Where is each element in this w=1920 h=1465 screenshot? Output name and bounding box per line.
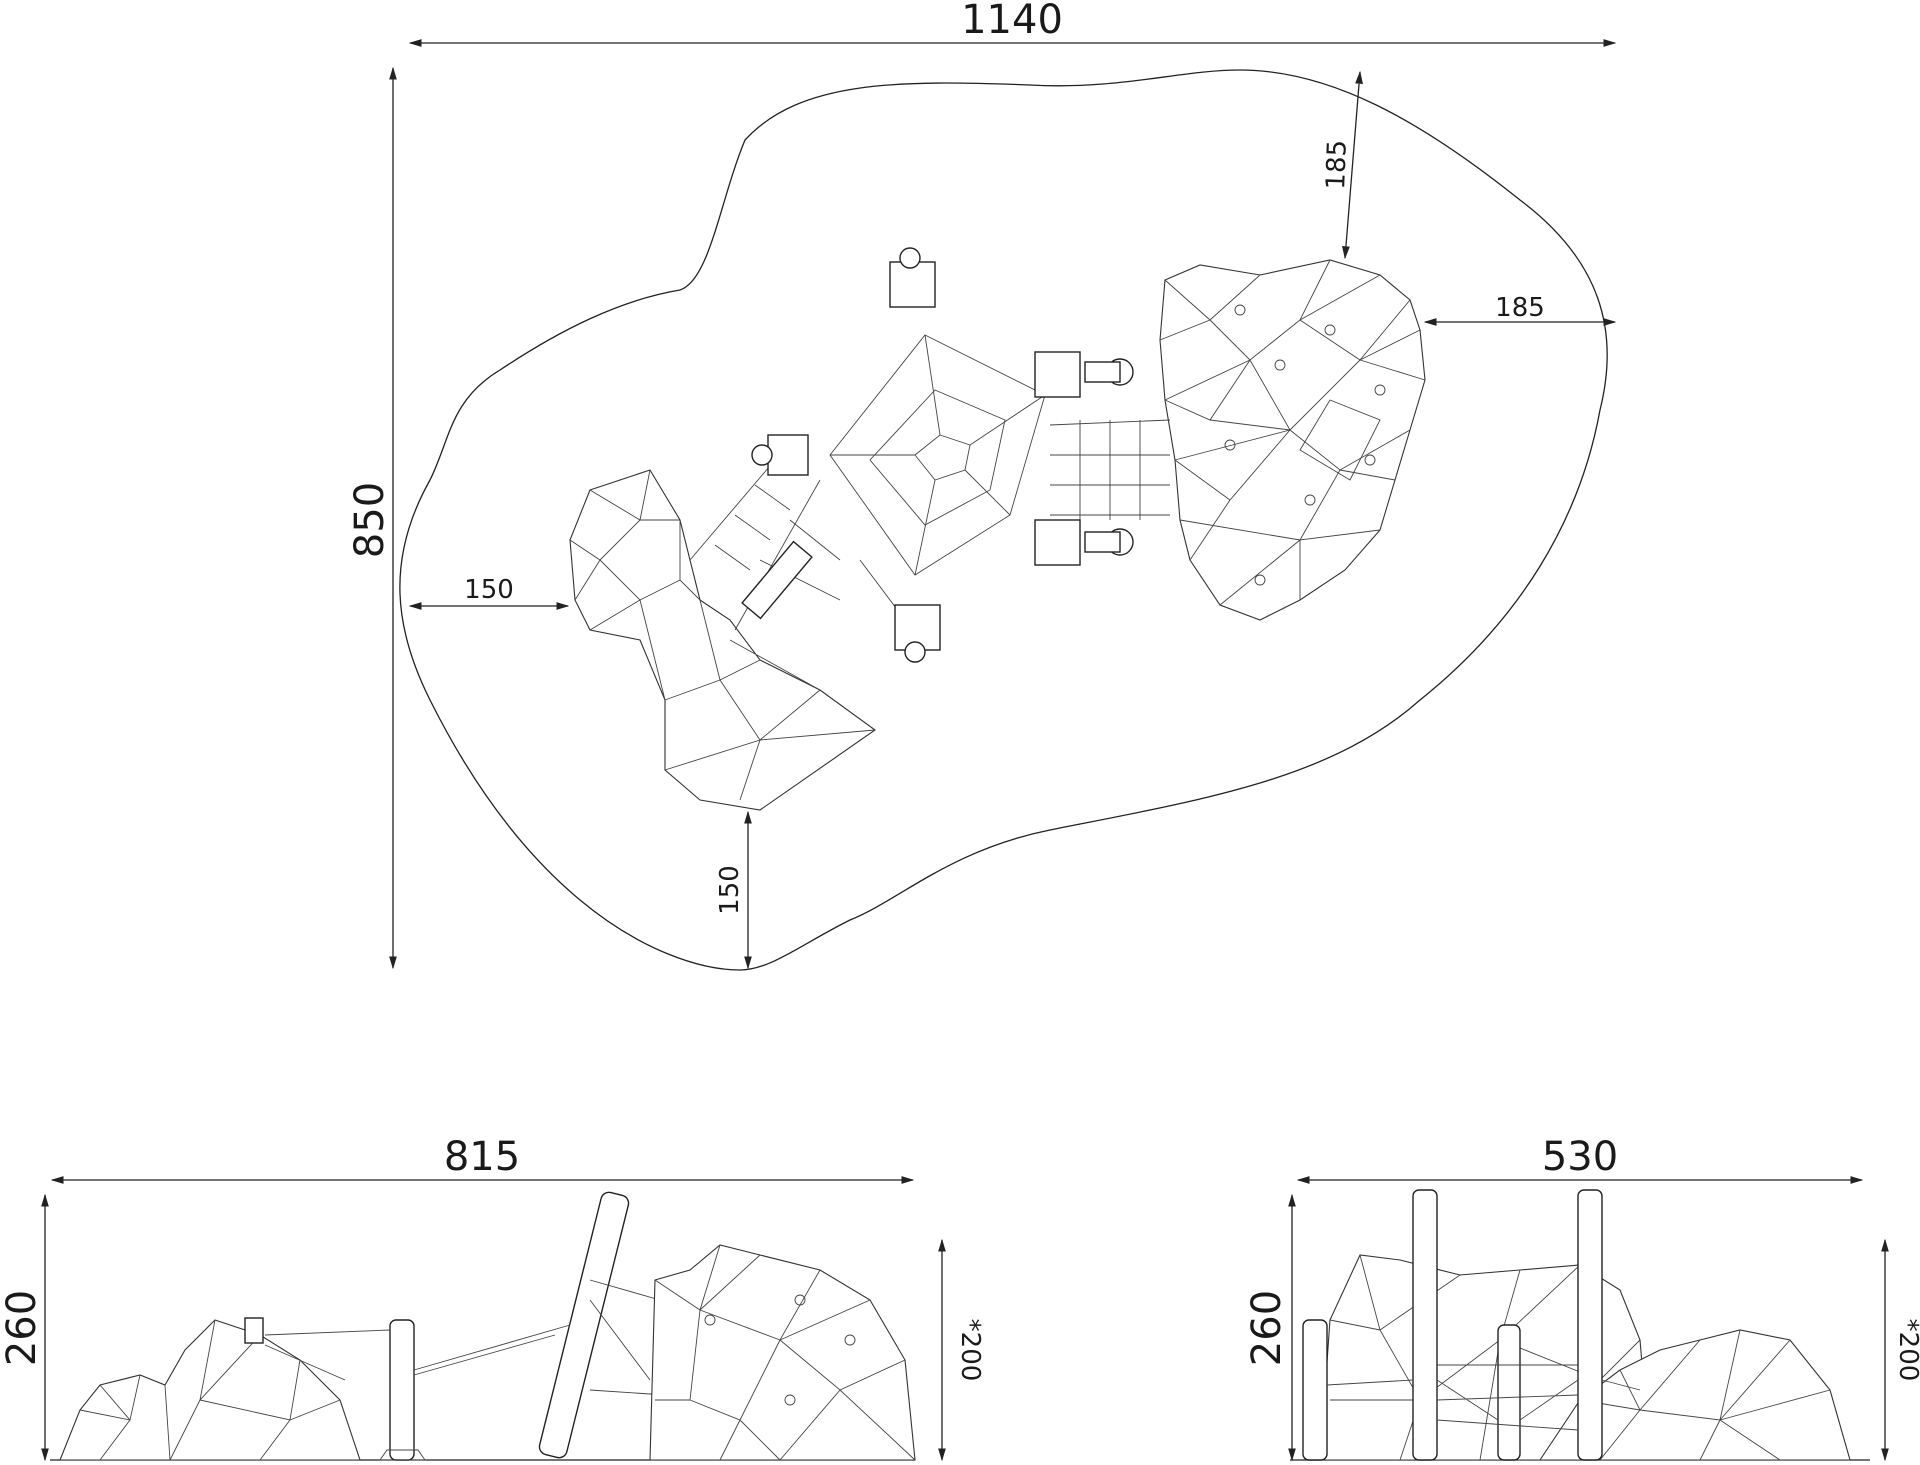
rope-net	[829, 334, 1046, 576]
left-rock	[569, 469, 876, 811]
left-clearance-label: 150	[464, 575, 514, 605]
bottom-clearance-label: 150	[715, 865, 745, 915]
end-width-label: 530	[1542, 1134, 1618, 1180]
side-fall-height-label: *200	[955, 1319, 985, 1382]
ladder-to-left-rock	[689, 459, 921, 691]
plan-height-label: 850	[347, 482, 393, 558]
plan-width-label: 1140	[961, 0, 1063, 43]
plan-view: 1140 850 185 185 150 150	[347, 0, 1617, 971]
top-clearance-label: 185	[1321, 139, 1353, 190]
ladder-net	[1049, 419, 1171, 520]
end-height-label: 260	[1244, 1290, 1290, 1366]
right-clearance-label: 185	[1495, 293, 1545, 323]
end-fall-height-label: *200	[1893, 1319, 1920, 1382]
top-clearance-line	[1342, 70, 1363, 260]
side-view: 815 260 *200	[0, 1134, 985, 1462]
side-height-label: 260	[0, 1290, 45, 1366]
side-width-label: 815	[444, 1134, 520, 1180]
safety-zone-outline	[399, 69, 1608, 971]
anchor-posts	[751, 247, 1134, 663]
end-view: 530 260 *200	[1244, 1134, 1920, 1462]
right-rock	[1159, 259, 1426, 621]
